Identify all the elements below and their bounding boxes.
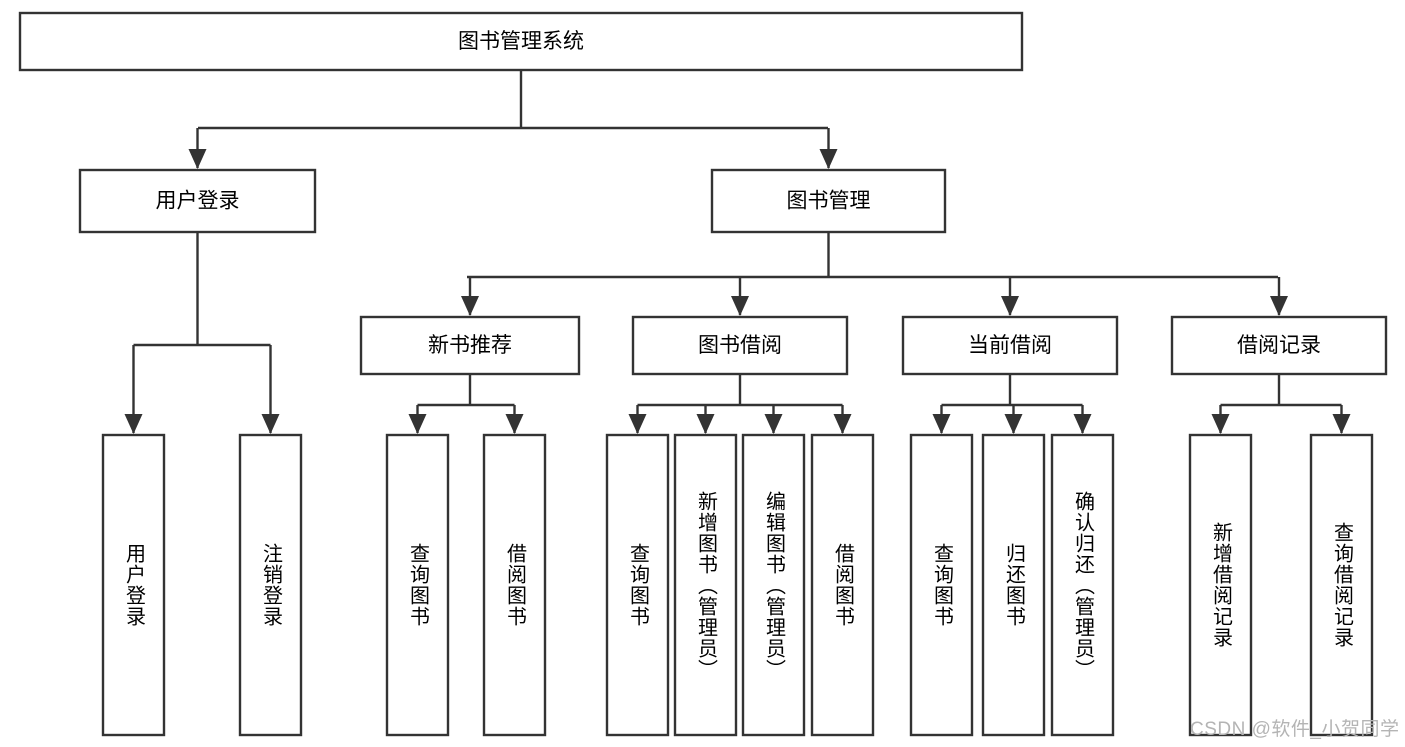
arrow-head-icon bbox=[819, 149, 838, 169]
node-box-leaf-rec-borrow-book bbox=[482, 433, 547, 737]
arrow-head-icon bbox=[932, 414, 951, 434]
arrow-head-icon bbox=[1073, 414, 1092, 434]
node-box-leaf-cur-return-book bbox=[981, 433, 1046, 737]
arrow-head-icon bbox=[461, 296, 479, 316]
node-box-leaf-rec-query-record bbox=[1309, 433, 1374, 737]
node-label-user-login: 用户登录 bbox=[156, 190, 240, 213]
connectors-layer bbox=[124, 70, 1351, 434]
arrow-head-icon bbox=[505, 414, 524, 434]
arrow-head-icon bbox=[731, 296, 749, 316]
node-box-leaf-borrow-add-book bbox=[673, 433, 738, 737]
node-label-current-borrow: 当前借阅 bbox=[968, 334, 1052, 357]
node-box-leaf-borrow-query-book bbox=[605, 433, 670, 737]
arrow-head-icon bbox=[1004, 414, 1023, 434]
node-box-current-borrow bbox=[901, 315, 1119, 376]
node-box-leaf-rec-add-record bbox=[1188, 433, 1253, 737]
arrow-head-icon bbox=[261, 414, 280, 434]
node-box-leaf-user-logout bbox=[238, 433, 303, 737]
node-label-book-borrow: 图书借阅 bbox=[698, 334, 782, 357]
arrow-head-icon bbox=[764, 414, 783, 434]
node-box-book-manage bbox=[710, 168, 947, 234]
node-box-book-borrow bbox=[631, 315, 849, 376]
node-box-leaf-borrow-edit-book bbox=[741, 433, 806, 737]
node-box-leaf-rec-query-book bbox=[385, 433, 450, 737]
node-label-borrow-record: 借阅记录 bbox=[1237, 334, 1321, 357]
node-box-leaf-borrow-borrow-book bbox=[810, 433, 875, 737]
arrow-head-icon bbox=[833, 414, 852, 434]
node-label-root: 图书管理系统 bbox=[458, 30, 584, 53]
node-box-user-login bbox=[78, 168, 317, 234]
arrow-head-icon bbox=[1001, 296, 1019, 316]
arrow-head-icon bbox=[408, 414, 427, 434]
node-label-new-book-recommend: 新书推荐 bbox=[428, 334, 512, 357]
node-box-borrow-record bbox=[1170, 315, 1388, 376]
watermark-text: CSDN @软件_小贺同学 bbox=[1190, 719, 1400, 740]
node-box-root bbox=[18, 11, 1024, 72]
node-box-leaf-cur-query-book bbox=[909, 433, 974, 737]
arrow-head-icon bbox=[1332, 414, 1351, 434]
arrow-head-icon bbox=[1211, 414, 1230, 434]
arrow-head-icon bbox=[696, 414, 715, 434]
arrow-head-icon bbox=[628, 414, 647, 434]
node-label-book-manage: 图书管理 bbox=[787, 190, 871, 213]
node-box-leaf-user-login bbox=[101, 433, 166, 737]
arrow-head-icon bbox=[124, 414, 143, 434]
node-box-leaf-cur-confirm-return bbox=[1050, 433, 1115, 737]
node-box-new-book-recommend bbox=[359, 315, 581, 376]
arrow-head-icon bbox=[1270, 296, 1288, 316]
arrow-head-icon bbox=[188, 149, 207, 169]
